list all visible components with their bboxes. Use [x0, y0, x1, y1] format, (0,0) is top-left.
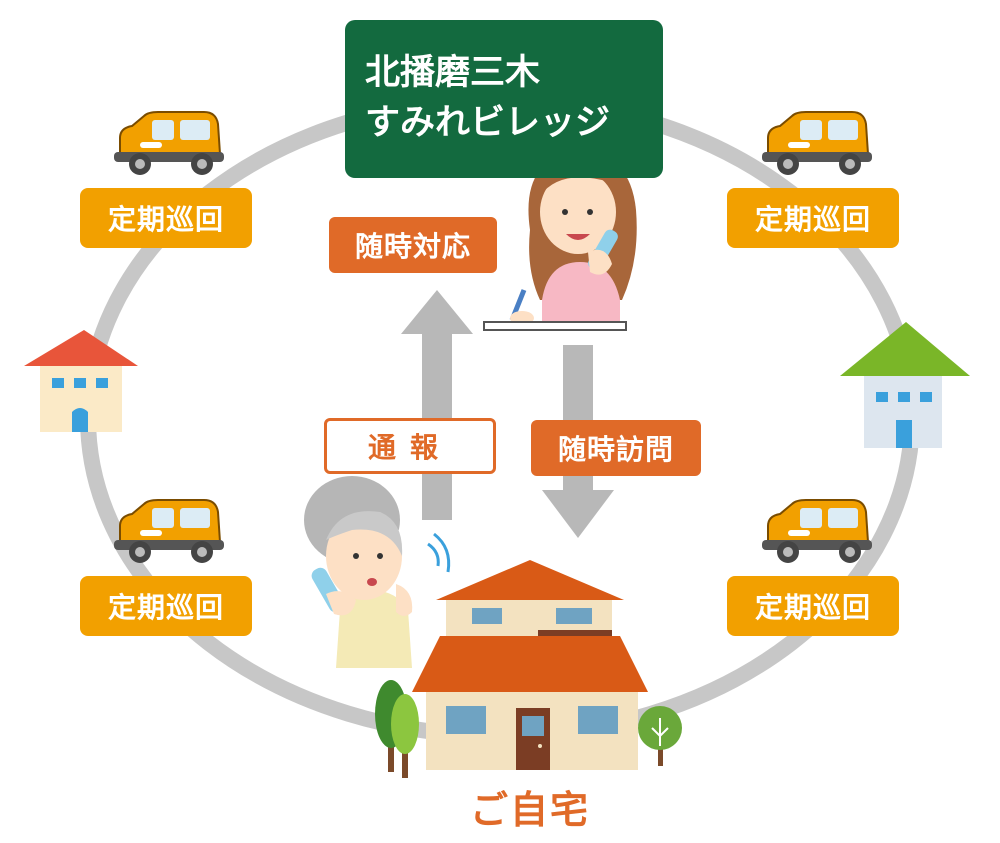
house-icon-right [840, 322, 970, 448]
facility-name-box: 北播磨三木 すみれビレッジ [345, 20, 663, 178]
facility-name-line2: すみれビレッジ [365, 103, 611, 143]
tree-icon-left [375, 680, 419, 778]
up-arrow-icon [401, 290, 473, 520]
report-label: 通報 [324, 418, 496, 474]
facility-name-line1: 北播磨三木 [365, 53, 541, 93]
car-icon-bottom-right [762, 499, 872, 563]
patrol-label-top-right: 定期巡回 [727, 188, 899, 248]
house-icon-left [24, 330, 138, 432]
visit-label: 随時訪問 [531, 420, 701, 476]
car-icon-top-right [762, 111, 872, 175]
car-icon-top-left [114, 111, 224, 175]
patrol-label-bottom-right: 定期巡回 [727, 576, 899, 636]
staff-woman-illustration [483, 151, 637, 331]
elderly-woman-illustration [304, 476, 451, 668]
home-house-illustration [412, 560, 648, 770]
home-label: ご自宅 [469, 787, 590, 832]
patrol-label-top-left: 定期巡回 [80, 188, 252, 248]
tree-icon-right [638, 706, 682, 766]
patrol-label-bottom-left: 定期巡回 [80, 576, 252, 636]
respond-label: 随時対応 [329, 217, 497, 273]
car-icon-bottom-left [114, 499, 224, 563]
